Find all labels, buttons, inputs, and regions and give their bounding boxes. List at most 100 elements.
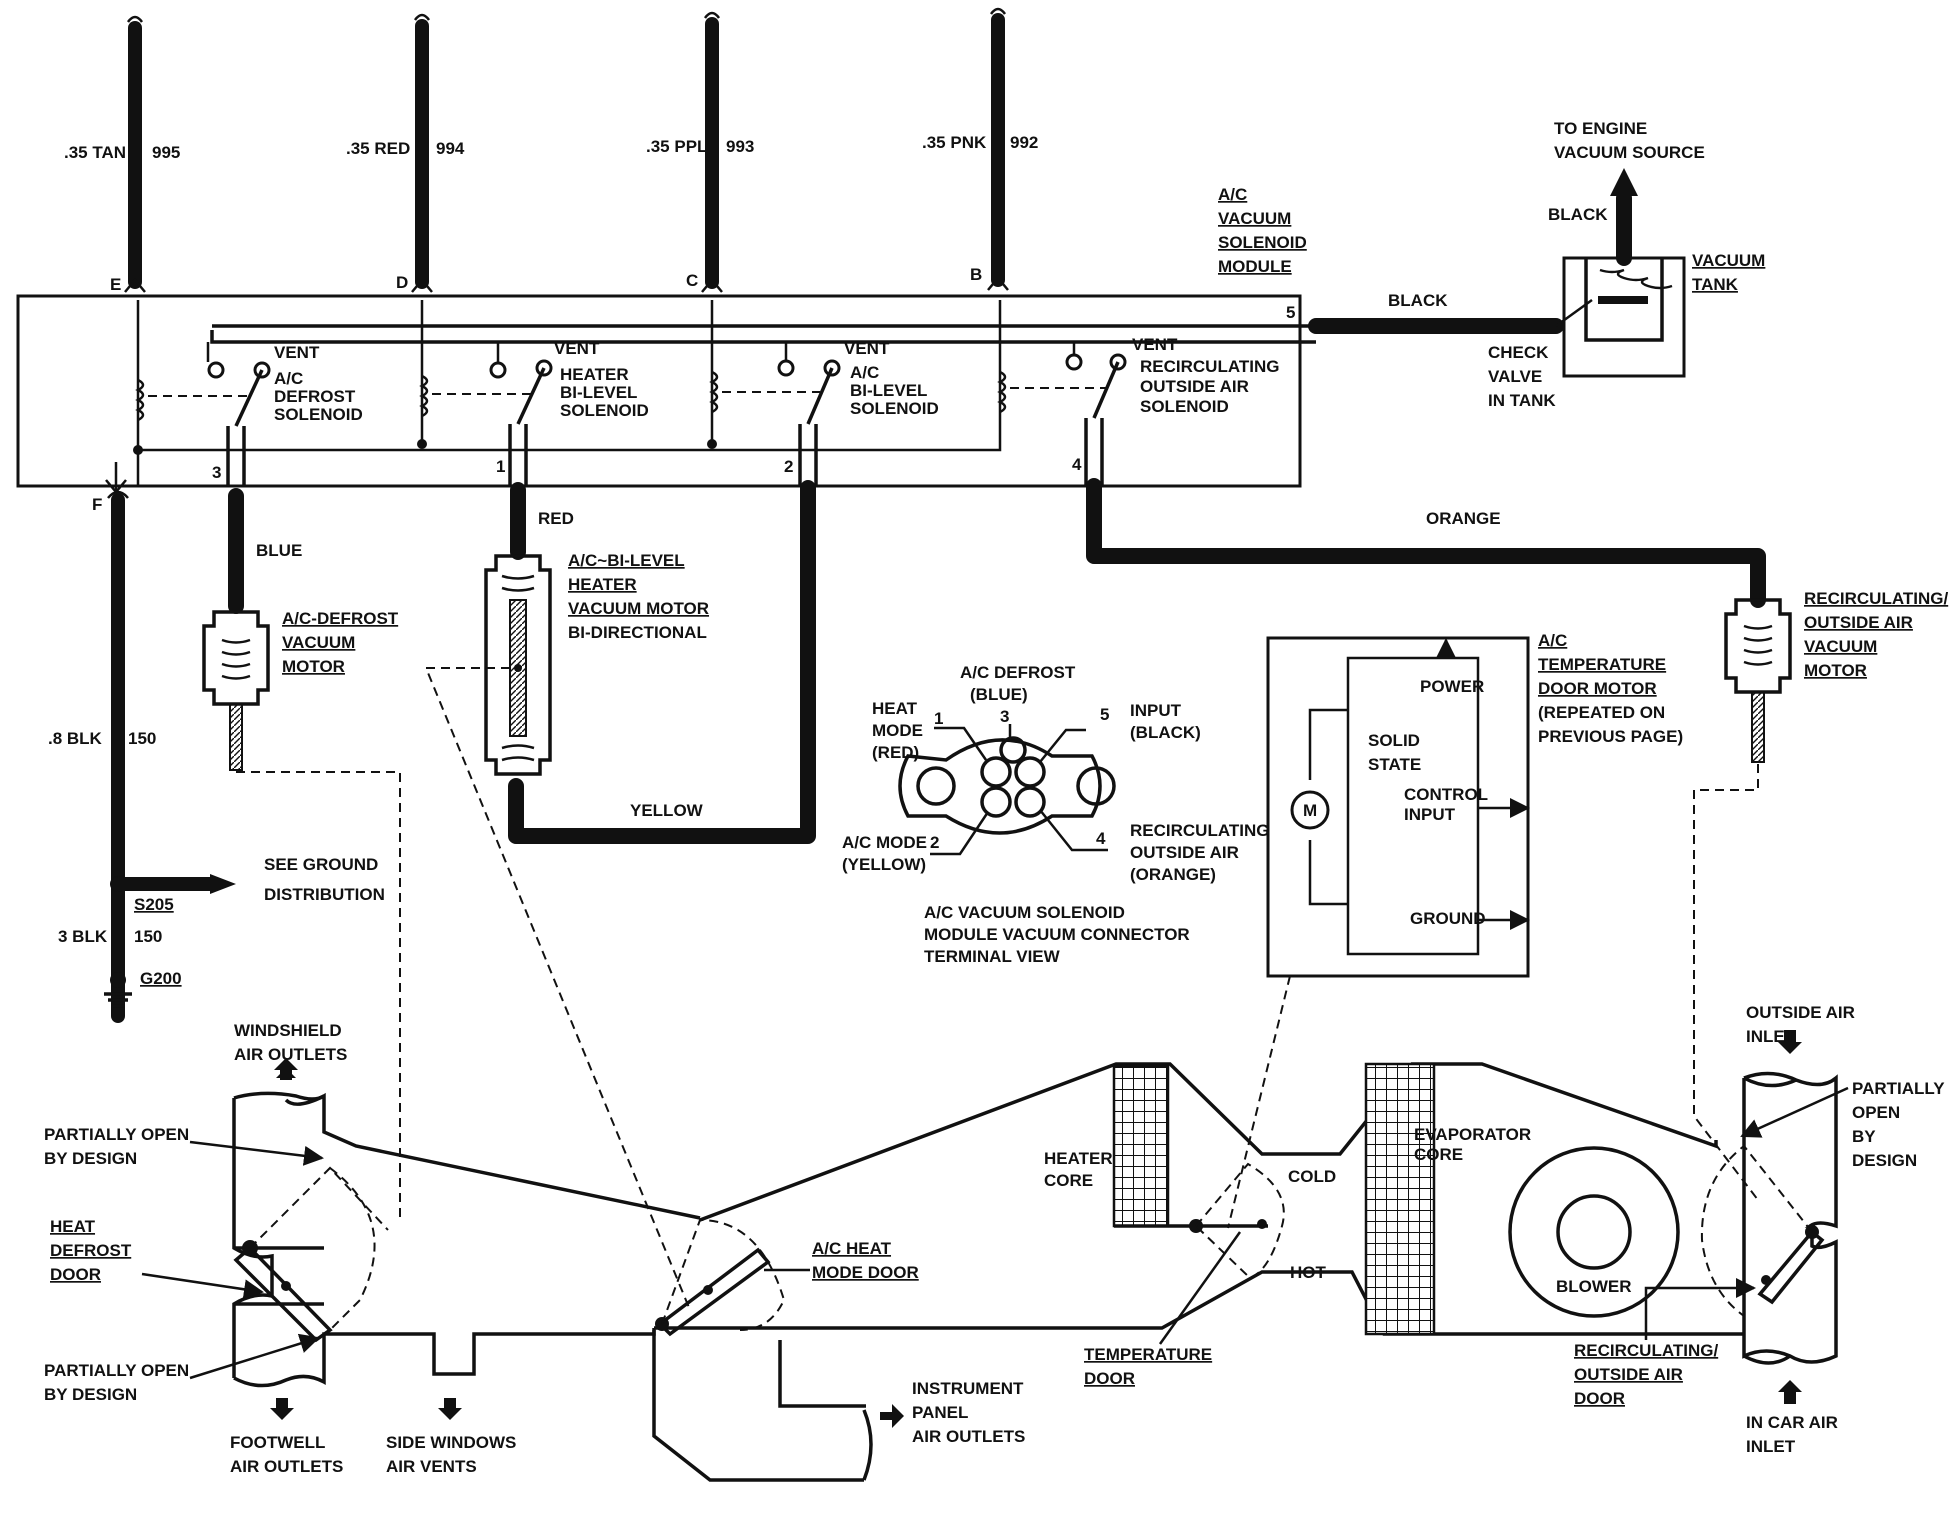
black-upper-label: BLACK (1548, 205, 1608, 224)
coil-2 (419, 374, 429, 418)
port-1: 1 (496, 457, 505, 476)
wire-c-circuit: 993 (726, 137, 754, 156)
module-label-1: A/C (1218, 185, 1247, 204)
conn-heat3: (RED) (872, 743, 919, 762)
see-ground-1: SEE GROUND (264, 855, 378, 874)
vent-1: VENT (274, 343, 320, 362)
conn-title: A/C DEFROST (960, 663, 1076, 682)
terminal-d: D (396, 273, 408, 292)
hose-red-label: RED (538, 509, 574, 528)
tank-label-2: TANK (1692, 275, 1739, 294)
wire-c: .35 PPL 993 C (646, 11, 754, 293)
port-3: 3 (212, 463, 221, 482)
vent-4: VENT (1132, 335, 1178, 354)
solenoid-1-l3: SOLENOID (274, 405, 363, 424)
vacuum-connector: A/C DEFROST (BLUE) 3 HEAT MODE (RED) 1 I… (842, 663, 1269, 966)
solenoid-3-l2: BI-LEVEL (850, 381, 927, 400)
heat-defrost-door (233, 1166, 389, 1343)
vent-2: VENT (554, 339, 600, 358)
recirc-motor-4: MOTOR (1804, 661, 1867, 680)
check-1: CHECK (1488, 343, 1549, 362)
solenoid-1-l1: A/C (274, 369, 303, 388)
tank-label-1: VACUUM (1692, 251, 1765, 270)
solenoid-recirculating: VENT RECIRCULATING OUTSIDE AIR SOLENOID … (1010, 335, 1279, 486)
evap-2: CORE (1414, 1145, 1463, 1164)
bilevel-motor-4: BI-DIRECTIONAL (568, 623, 707, 642)
solenoid-heater-bilevel: VENT HEATER BI-LEVEL SOLENOID 1 (432, 339, 649, 486)
ground-gauge-1: .8 BLK (48, 729, 103, 748)
solenoid-1-l2: DEFROST (274, 387, 356, 406)
recirc-door-1: RECIRCULATING/ (1574, 1341, 1718, 1360)
temp-power: POWER (1420, 677, 1484, 696)
recirc-motor-3: VACUUM (1804, 637, 1877, 656)
solenoid-2-l2: BI-LEVEL (560, 383, 637, 402)
partial-r-2: OPEN (1852, 1103, 1900, 1122)
bilevel-vacuum-motor: A/C~BI-LEVEL HEATER VACUUM MOTOR BI-DIRE… (484, 551, 709, 776)
conn-pin4: 4 (1096, 829, 1106, 848)
evap-1: EVAPORATOR (1414, 1125, 1531, 1144)
recirc-vacuum-motor: RECIRCULATING/ OUTSIDE AIR VACUUM MOTOR (1724, 589, 1948, 763)
temp-label-1: A/C (1538, 631, 1567, 650)
hoses: BLUE RED YELLOW ORANGE (228, 478, 1766, 844)
conn-pin3: 3 (1000, 707, 1009, 726)
partial-bot-2: BY DESIGN (44, 1385, 137, 1404)
bilevel-motor-3: VACUUM MOTOR (568, 599, 709, 618)
temp-solid1: SOLID (1368, 731, 1420, 750)
conn-title2: (BLUE) (970, 685, 1028, 704)
windshield-1: WINDSHIELD (234, 1021, 342, 1040)
wire-e: .35 TAN 995 E (64, 15, 180, 294)
incar-1: IN CAR AIR (1746, 1413, 1838, 1432)
port-4: 4 (1072, 455, 1082, 474)
heat-defrost-2: DEFROST (50, 1241, 132, 1260)
see-ground-2: DISTRIBUTION (264, 885, 385, 904)
outside-2: INLET (1746, 1027, 1796, 1046)
linkages (236, 667, 1759, 1311)
temp-solid2: STATE (1368, 755, 1421, 774)
coil-1 (135, 378, 145, 422)
terminal-b: B (970, 265, 982, 284)
wire-e-circuit: 995 (152, 143, 180, 162)
solenoid-3-l1: A/C (850, 363, 879, 382)
airflow-housing (232, 1030, 1838, 1482)
temp-ground: GROUND (1410, 909, 1486, 928)
coil-3 (709, 370, 719, 414)
partial-r-1: PARTIALLY (1852, 1079, 1945, 1098)
partial-bot-1: PARTIALLY OPEN (44, 1361, 189, 1380)
wire-d: .35 RED 994 D (346, 13, 465, 293)
conn-acmode2: (YELLOW) (842, 855, 926, 874)
check-3: IN TANK (1488, 391, 1556, 410)
port-5: 5 (1286, 303, 1295, 322)
motor-m: M (1303, 801, 1317, 820)
solenoid-2-l1: HEATER (560, 365, 629, 384)
ground-circuit-1: 150 (128, 729, 156, 748)
solenoid-3-l3: SOLENOID (850, 399, 939, 418)
conn-pin5: 5 (1100, 705, 1109, 724)
coil-4 (997, 370, 1007, 414)
solenoid-4-l3: SOLENOID (1140, 397, 1229, 416)
ground-gauge-2: 3 BLK (58, 927, 108, 946)
conn-input1: INPUT (1130, 701, 1182, 720)
solenoid-2-l3: SOLENOID (560, 401, 649, 420)
hose-orange-label: ORANGE (1426, 509, 1501, 528)
conn-caption3: TERMINAL VIEW (924, 947, 1061, 966)
terminal-e: E (110, 275, 121, 294)
heater-core (1112, 1064, 1170, 1228)
solenoid-4-l1: RECIRCULATING (1140, 357, 1279, 376)
cold-label: COLD (1288, 1167, 1336, 1186)
temp-door-2: DOOR (1084, 1369, 1135, 1388)
temp-label-2: TEMPERATURE (1538, 655, 1666, 674)
vent-3: VENT (844, 339, 890, 358)
recirc-motor-1: RECIRCULATING/ (1804, 589, 1948, 608)
temp-control1: CONTROL (1404, 785, 1488, 804)
module-label-2: VACUUM (1218, 209, 1291, 228)
check-2: VALVE (1488, 367, 1542, 386)
port-2: 2 (784, 457, 793, 476)
conn-input2: (BLACK) (1130, 723, 1201, 742)
wire-d-circuit: 994 (436, 139, 465, 158)
side-2: AIR VENTS (386, 1457, 477, 1476)
solenoid-4-l2: OUTSIDE AIR (1140, 377, 1249, 396)
vacuum-tank: BLACK TO ENGINE VACUUM SOURCE BLACK VACU… (1308, 119, 1765, 410)
ac-heat-2: MODE DOOR (812, 1263, 919, 1282)
panel-3: AIR OUTLETS (912, 1427, 1025, 1446)
